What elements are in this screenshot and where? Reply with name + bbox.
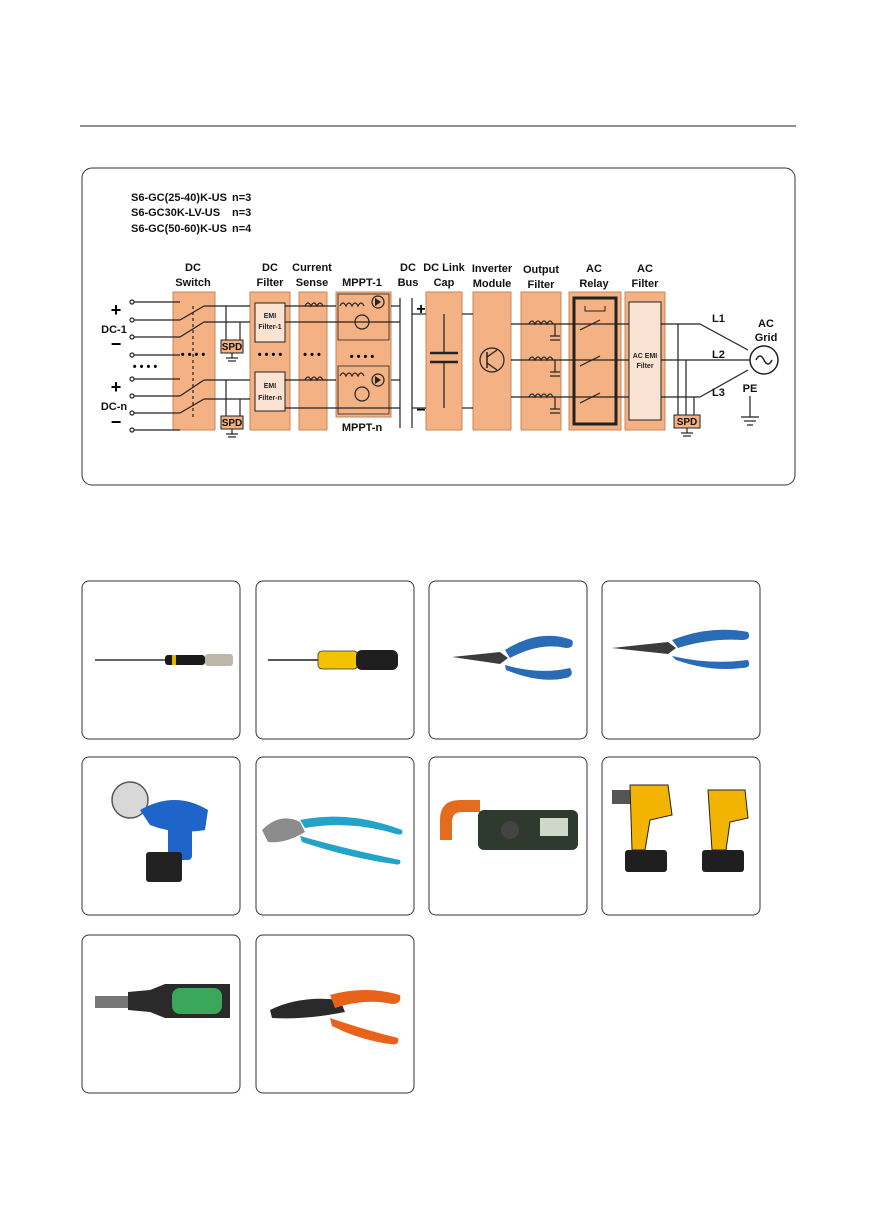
dc-bus-minus: − — [416, 402, 425, 419]
sense-dots: • • • — [303, 349, 321, 361]
dc-bus-title-1: DC — [400, 262, 416, 274]
ac-relay-title-1: AC — [586, 263, 602, 275]
spd-dc-1-label: SPD — [222, 342, 243, 353]
current-sense-block — [298, 291, 328, 431]
tool-card-wire-stripper-crimper — [601, 580, 761, 740]
switch-dots: • • • • — [181, 349, 206, 361]
model-n-2: n=3 — [232, 207, 251, 219]
ac-grid-label-2: Grid — [755, 332, 778, 344]
pe-ground-icon — [741, 396, 759, 426]
tool-card-drill-driver — [601, 756, 761, 916]
mppt1-schematic — [337, 293, 390, 341]
model-name-2: S6-GC30K-LV-US — [131, 207, 220, 219]
inverter-module-title-1: Inverter — [472, 263, 513, 275]
output-filter-components — [528, 320, 560, 414]
ac-relay-title-2: Relay — [579, 278, 609, 290]
current-sense-coils — [304, 302, 324, 382]
dc-bus-lines — [399, 298, 426, 428]
mppt-block — [335, 291, 392, 418]
dc-bus-title-2: Bus — [398, 277, 419, 289]
inverter-module-block — [472, 291, 512, 431]
dc-switch-title-2: Switch — [175, 277, 211, 289]
ac-grid-label-1: AC — [758, 318, 774, 330]
spd-dc-n — [220, 380, 244, 438]
dc-input-dots: • • • • — [133, 361, 158, 373]
dc1-minus: − — [111, 334, 122, 354]
dc-switch-block — [172, 291, 216, 431]
dcn-plus: + — [111, 377, 122, 397]
dc-link-cap-title-2: Cap — [434, 277, 455, 289]
dc-link-cap-title-1: DC Link — [423, 262, 465, 274]
tool-card-groove-pliers — [255, 756, 415, 916]
ac-emi-label-1: AC EMI — [633, 353, 658, 360]
line-l1-label: L1 — [712, 313, 725, 325]
dc-input-terminals: + DC-1 − • • • • + DC-n − — [101, 300, 158, 432]
dcn-minus: − — [111, 412, 122, 432]
dc-filter-title-2: Filter — [257, 277, 285, 289]
model-n-1: n=3 — [232, 192, 251, 204]
tool-card-yellow-screwdriver — [255, 580, 415, 740]
dc-filter-title-1: DC — [262, 262, 278, 274]
dc-switch-contacts — [179, 305, 250, 420]
spd-ac — [673, 324, 701, 437]
spd-dc-1 — [220, 306, 244, 362]
ac-emi-label-2: Filter — [636, 363, 653, 370]
dc-switch-title-1: DC — [185, 262, 201, 274]
line-l3-label: L3 — [712, 387, 725, 399]
tool-card-torque-screwdriver — [81, 934, 241, 1094]
tool-card-clamp-meter — [428, 756, 588, 916]
dc-bus-plus: + — [416, 301, 425, 318]
model-n-3: n=4 — [232, 223, 252, 235]
output-filter-title-2: Filter — [528, 279, 556, 291]
current-sense-title-2: Sense — [296, 277, 328, 289]
emi-filter-1-label-1: EMI — [264, 313, 277, 320]
pe-label: PE — [743, 383, 758, 395]
dc-input-wires — [129, 299, 180, 433]
ac-filter-title-2: Filter — [632, 278, 660, 290]
mpptn-title: MPPT-n — [342, 422, 383, 434]
ac-emi-filter — [628, 301, 662, 421]
dc1-label: DC-1 — [101, 324, 127, 336]
ac-relay-block — [568, 291, 622, 431]
mppt-dots: • • • • — [350, 351, 375, 363]
ac-relay-symbol — [572, 296, 618, 426]
model-name-1: S6-GC(25-40)K-US — [131, 192, 227, 204]
mppt1-title: MPPT-1 — [342, 277, 382, 289]
emi-filter-n-label-1: EMI — [264, 383, 277, 390]
dc-link-cap-symbol — [430, 313, 473, 409]
output-filter-title-1: Output — [523, 264, 559, 276]
tool-card-hydraulic-crimper — [81, 756, 241, 916]
emi-filter-n — [254, 371, 286, 412]
ac-filter-title-1: AC — [637, 263, 653, 275]
mpptn-schematic — [337, 365, 390, 415]
emi-dots: • • • • — [258, 349, 283, 361]
dc1-plus: + — [111, 300, 122, 320]
emi-filter-n-label-2: Filter-n — [258, 395, 282, 402]
inverter-module-title-2: Module — [473, 278, 512, 290]
dcn-label: DC-n — [101, 401, 128, 413]
emi-filter-1 — [254, 302, 286, 343]
model-name-3: S6-GC(50-60)K-US — [131, 223, 227, 235]
sine-wave-icon — [755, 355, 773, 365]
inverter-transistor-icon — [479, 347, 505, 373]
emi-filter-1-label-2: Filter-1 — [258, 324, 281, 331]
spd-ac-label: SPD — [677, 417, 698, 428]
spd-dc-n-label: SPD — [222, 418, 243, 429]
tool-card-wire-stripper — [428, 580, 588, 740]
line-l2-label: L2 — [712, 349, 725, 361]
tool-card-ratchet-crimper — [255, 934, 415, 1094]
tool-card-precision-screwdriver — [81, 580, 241, 740]
current-sense-title-1: Current — [292, 262, 332, 274]
